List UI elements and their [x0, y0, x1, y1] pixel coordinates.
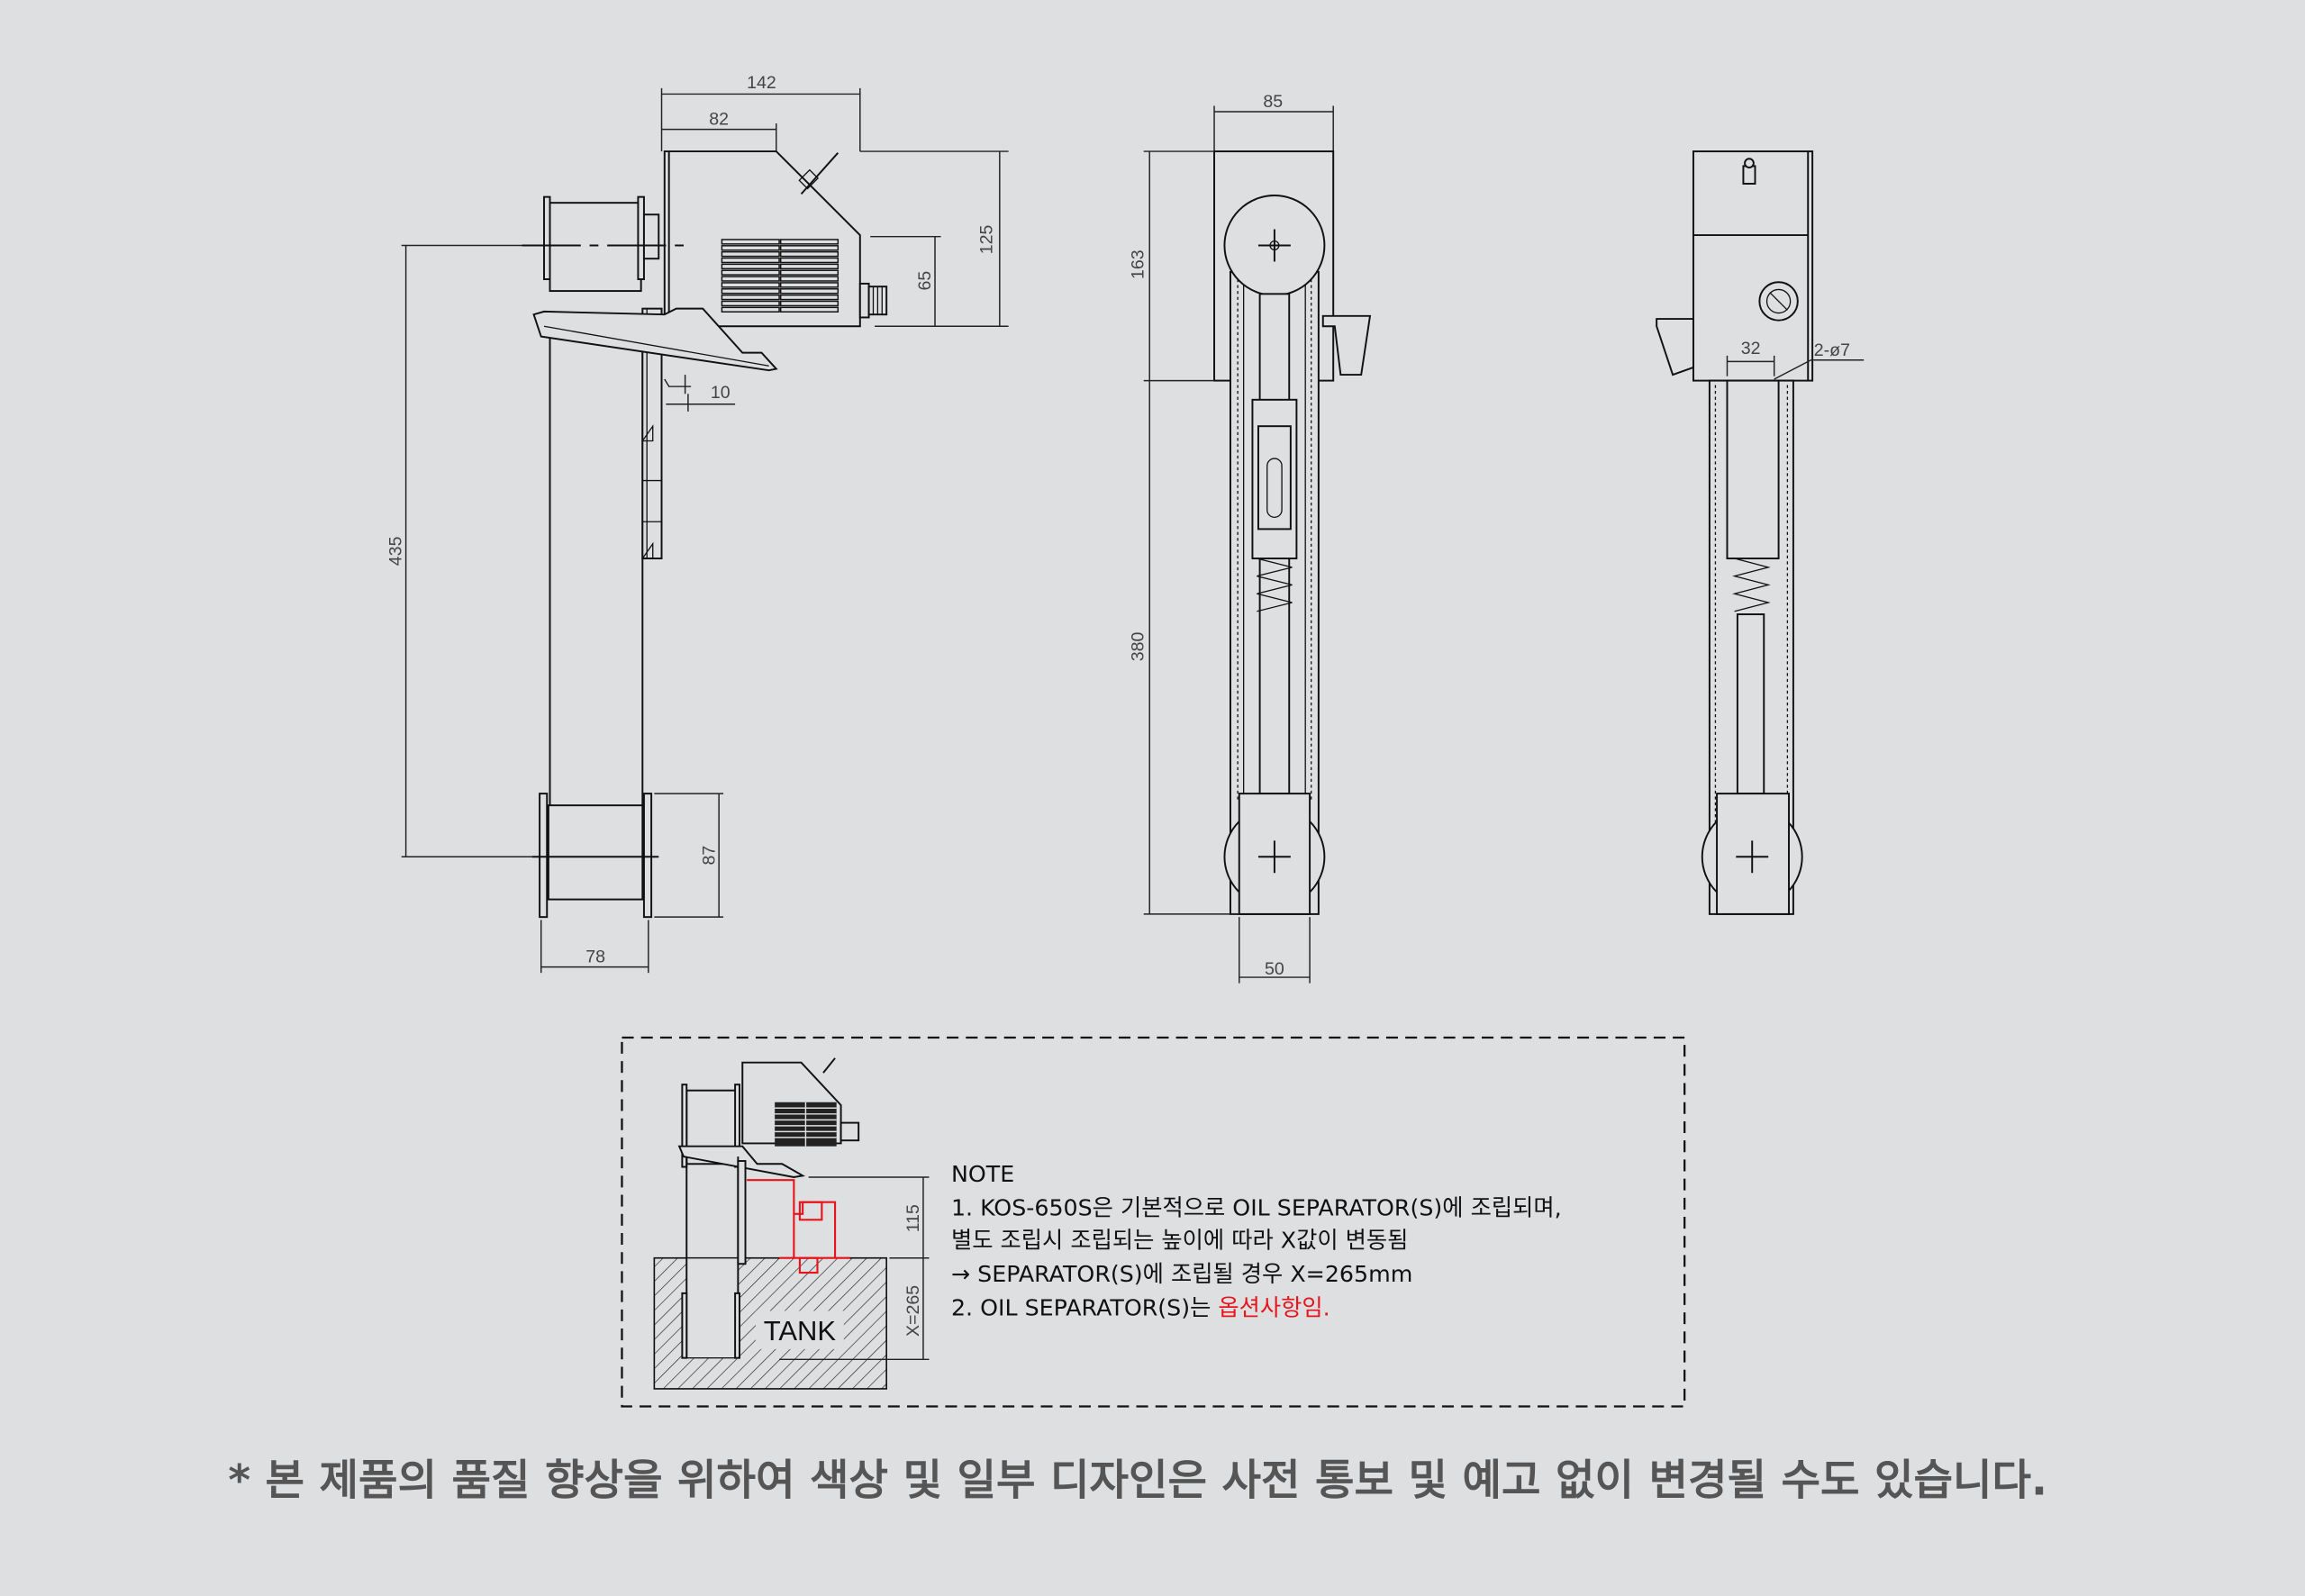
front-oil-outlet: [1321, 314, 1372, 376]
svg-text:65: 65: [915, 271, 935, 291]
svg-text:별도 조립시 조립되는 높이에 따라 X값이 변동됨: 별도 조립시 조립되는 높이에 따라 X값이 변동됨: [951, 1227, 1408, 1253]
rear-controller-box: [1692, 150, 1814, 382]
rear-port: [1758, 281, 1799, 322]
svg-text:82: 82: [709, 110, 729, 130]
vent-slat: [779, 257, 839, 264]
svg-text:87: 87: [699, 846, 719, 866]
svg-text:→ SEPARATOR(S)에 조립될 경우 X=265mm: → SEPARATOR(S)에 조립될 경우 X=265mm: [951, 1261, 1412, 1287]
front-view: 85: [1129, 92, 1372, 984]
vent-slat: [779, 294, 839, 301]
vent-slat: [779, 288, 839, 295]
vent-slat: [721, 288, 780, 295]
svg-text:142: 142: [747, 73, 776, 93]
vent-slat: [779, 263, 839, 270]
side-view: 142 82 125 65: [386, 73, 1009, 974]
vent-slat: [721, 263, 780, 270]
dim-65: 65: [870, 235, 941, 327]
rear-oil-outlet: [1656, 318, 1694, 376]
vent-slat: [779, 245, 839, 251]
vent-slat: [779, 300, 839, 307]
front-bottom-pulley: [1223, 793, 1326, 915]
vent-slat: [779, 269, 839, 276]
dim-163: 163: [1129, 150, 1215, 382]
dim-82: 82: [661, 110, 777, 152]
dim-x: X=265: [779, 1257, 930, 1361]
svg-text:32: 32: [1741, 339, 1761, 358]
dim-115: 115: [808, 1176, 930, 1259]
dim-87: 87: [654, 793, 724, 918]
oil-separator-outline: [747, 1179, 850, 1274]
dim-142: 142: [660, 73, 861, 152]
vent-slat: [779, 239, 839, 245]
vent-slat: [721, 250, 780, 258]
svg-text:2. OIL SEPARATOR(S)는 옵션사항임.: 2. OIL SEPARATOR(S)는 옵션사항임.: [951, 1294, 1330, 1320]
vent-slat: [721, 269, 780, 276]
vent-slat: [721, 282, 780, 288]
bottom-pulley: [531, 793, 659, 919]
vent-slat: [721, 257, 780, 264]
oil-tray: [532, 307, 778, 372]
vent-slat: [721, 245, 780, 251]
vent-slat: [779, 306, 839, 313]
svg-text:50: 50: [1265, 959, 1284, 979]
dim-435: 435: [386, 244, 541, 858]
vent-slat: [721, 239, 780, 245]
note-line4: 2. OIL SEPARATOR(S)는: [951, 1294, 1218, 1320]
tank: TANK: [653, 1256, 887, 1390]
inset-border: [621, 1036, 1686, 1408]
svg-text:1. KOS-650S은 기본적으로 OIL SEPARAT: 1. KOS-650S은 기본적으로 OIL SEPARATOR(S)에 조립되…: [951, 1194, 1562, 1220]
svg-text:435: 435: [386, 536, 406, 566]
sensor-probe: [798, 152, 839, 195]
svg-text:10: 10: [711, 383, 731, 403]
svg-text:163: 163: [1129, 249, 1148, 279]
front-mechanism: [1251, 293, 1298, 795]
vent-slat: [779, 250, 839, 258]
svg-text:X=265: X=265: [903, 1285, 923, 1337]
vent-slat: [721, 294, 780, 301]
rear-bottom-pulley: [1701, 793, 1803, 915]
svg-text:NOTE: NOTE: [951, 1161, 1014, 1187]
installation-inset: TANK: [621, 1036, 1686, 1408]
vent-slat: [721, 300, 780, 307]
svg-text:125: 125: [977, 225, 997, 255]
vent-slat: [721, 306, 780, 313]
svg-text:TANK: TANK: [764, 1315, 837, 1347]
connector: [858, 282, 888, 319]
rear-knob: [1742, 158, 1756, 185]
svg-text:2-ø7: 2-ø7: [1814, 340, 1850, 360]
note-highlight: 옵션사항임.: [1218, 1294, 1329, 1320]
dim-78: 78: [540, 920, 649, 974]
note-block: NOTE 1. KOS-650S은 기본적으로 OIL SEPARATOR(S)…: [951, 1161, 1562, 1320]
svg-text:85: 85: [1263, 92, 1283, 112]
dim-85: 85: [1213, 92, 1334, 152]
svg-text:115: 115: [903, 1204, 923, 1232]
vent-grille: [721, 239, 839, 313]
vent-slat: [779, 276, 839, 282]
front-top-pulley: [1223, 195, 1326, 296]
svg-text:380: 380: [1129, 631, 1148, 661]
svg-text:78: 78: [585, 948, 605, 967]
disclaimer-footer: * 본 제품의 품질 향상을 위하여 색상 및 일부 디자인은 사전 통보 및 …: [228, 1455, 2047, 1505]
top-pulley: [522, 195, 684, 293]
inset-skimmer: [677, 1057, 860, 1359]
dim-380: 380: [1129, 380, 1239, 915]
dim-50: 50: [1239, 917, 1311, 984]
vent-slat: [779, 282, 839, 288]
dim-10: 10: [664, 375, 736, 412]
rear-view: 32 2-ø7: [1656, 150, 1865, 915]
vent-slat: [721, 276, 780, 282]
dim-hole-spec: 2-ø7: [1774, 340, 1865, 380]
dim-32: 32: [1726, 339, 1775, 376]
dim-125: 125: [859, 150, 1009, 327]
